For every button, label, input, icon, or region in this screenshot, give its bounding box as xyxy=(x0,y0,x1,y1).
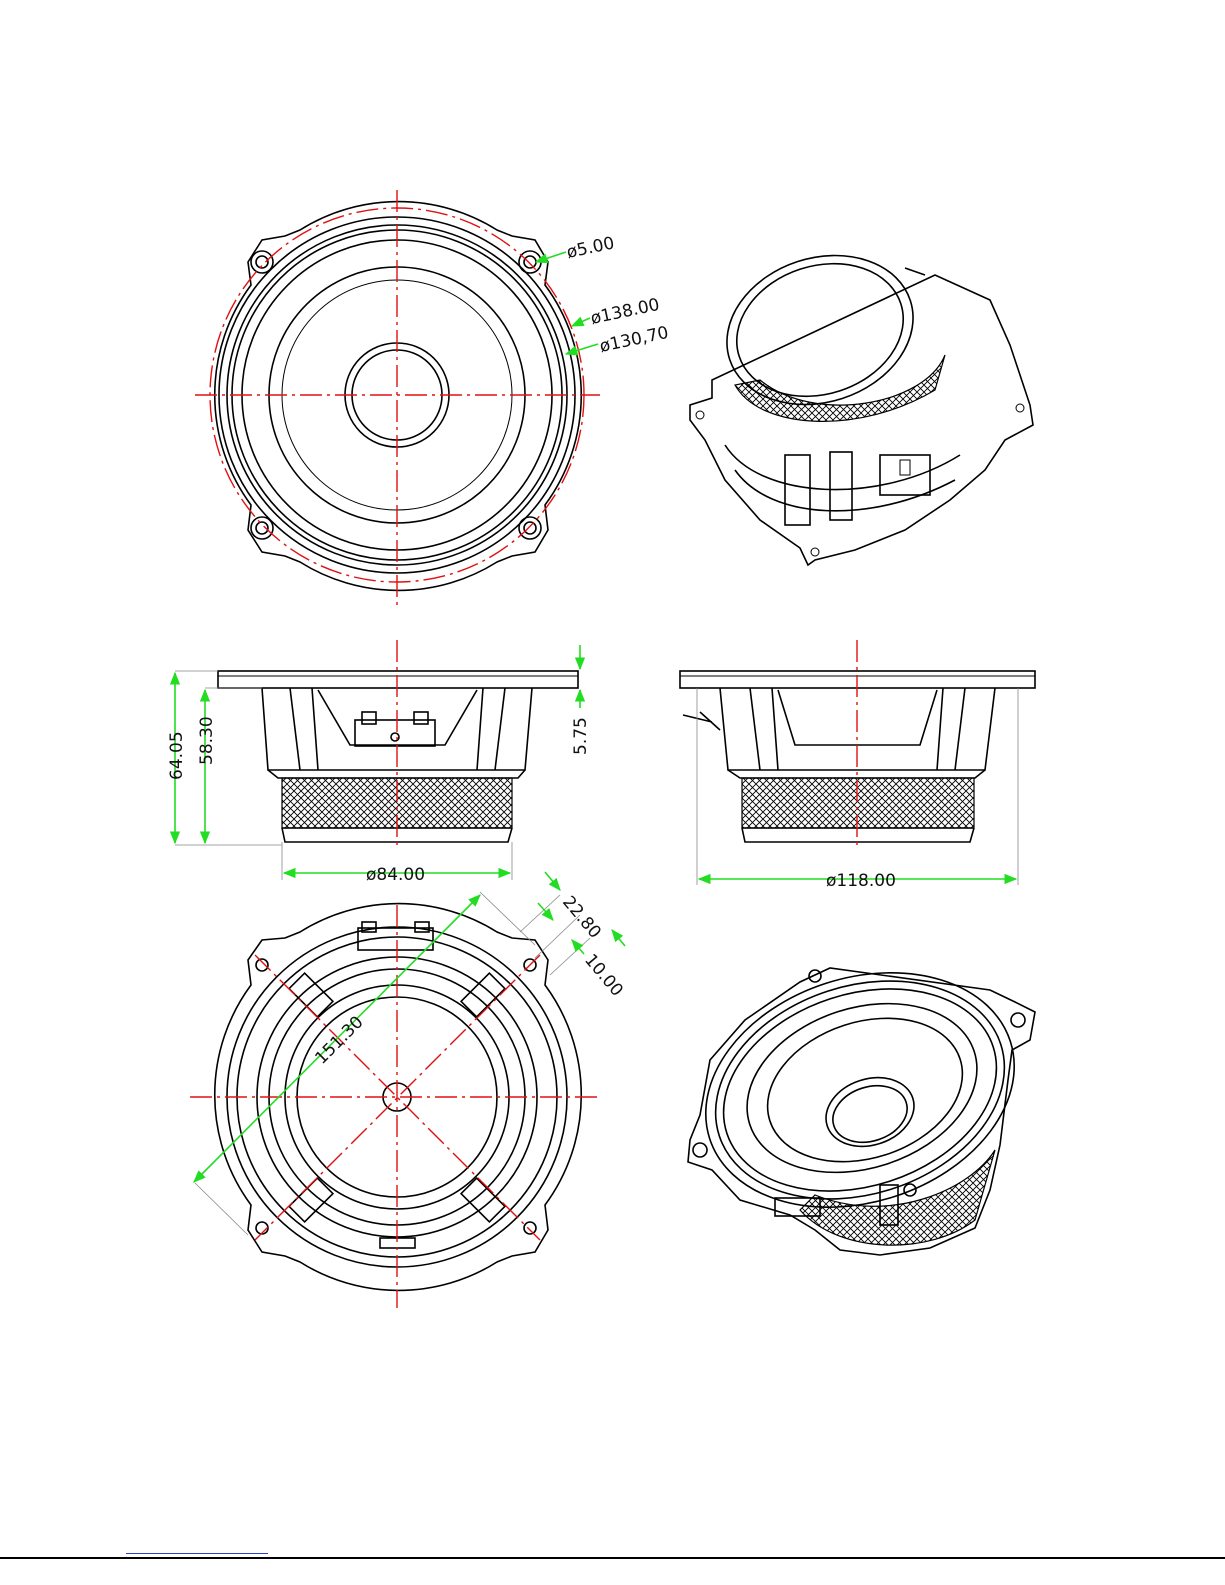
dim-depth-below-flange: 58.30 xyxy=(197,716,217,765)
rear-view: 151.30 22.80 10.00 xyxy=(190,872,627,1308)
dim-flange-thickness: 5.75 xyxy=(571,717,591,755)
dim-total-depth: 64.05 xyxy=(167,731,187,780)
dim-frame-diameter: ø118.00 xyxy=(826,871,896,891)
footer-rule xyxy=(0,1557,1225,1559)
dim-tab-width: 10.00 xyxy=(580,950,627,1000)
side-view-left: 64.05 58.30 5.75 ø84.00 xyxy=(167,640,591,885)
dim-mount-hole: ø5.00 xyxy=(565,233,616,263)
side-view-right: ø118.00 xyxy=(680,640,1035,891)
dim-tab-length: 22.80 xyxy=(558,892,605,942)
dim-bolt-circle: ø130,70 xyxy=(598,323,671,357)
front-isometric-view xyxy=(675,935,1045,1255)
footer-link-underline xyxy=(126,1553,268,1554)
dim-magnet-diameter: ø84.00 xyxy=(366,865,425,885)
rear-isometric-view xyxy=(690,232,1033,565)
front-view: ø5.00 ø138.00 ø130,70 xyxy=(195,190,670,605)
dim-outer-diameter: ø138.00 xyxy=(589,295,662,329)
